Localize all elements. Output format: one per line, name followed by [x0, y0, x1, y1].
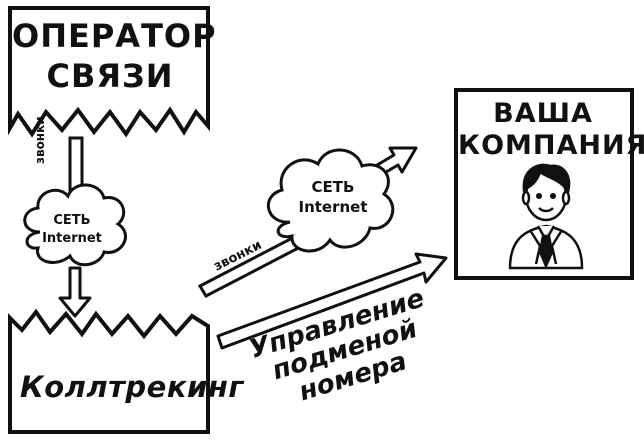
- network-right-line2: Internet: [298, 198, 368, 216]
- calls-down-arrow-bottom: [58, 266, 92, 318]
- cloud-icon: [23, 183, 127, 267]
- network-right-line1: СЕТЬ: [311, 178, 355, 196]
- operator-title-line2: СВЯЗИ: [46, 57, 174, 95]
- cloud-icon-right: [266, 148, 395, 253]
- calltracking-label: Коллтрекинг: [20, 370, 245, 404]
- company-title-line2: КОМПАНИЯ: [458, 130, 644, 161]
- calls-vertical-label: звонки: [33, 116, 47, 164]
- company-title-line1: ВАША: [493, 98, 593, 129]
- operator-title-line1: ОПЕРАТОР: [12, 17, 217, 55]
- network-left-line1: СЕТЬ: [53, 213, 91, 228]
- operator-box: [7, 6, 210, 138]
- network-left-line2: Internet: [42, 231, 102, 246]
- businessman-icon: [508, 163, 584, 270]
- calltracking-box: [8, 308, 210, 434]
- company-box: [454, 88, 634, 280]
- management-arrow: [216, 252, 448, 350]
